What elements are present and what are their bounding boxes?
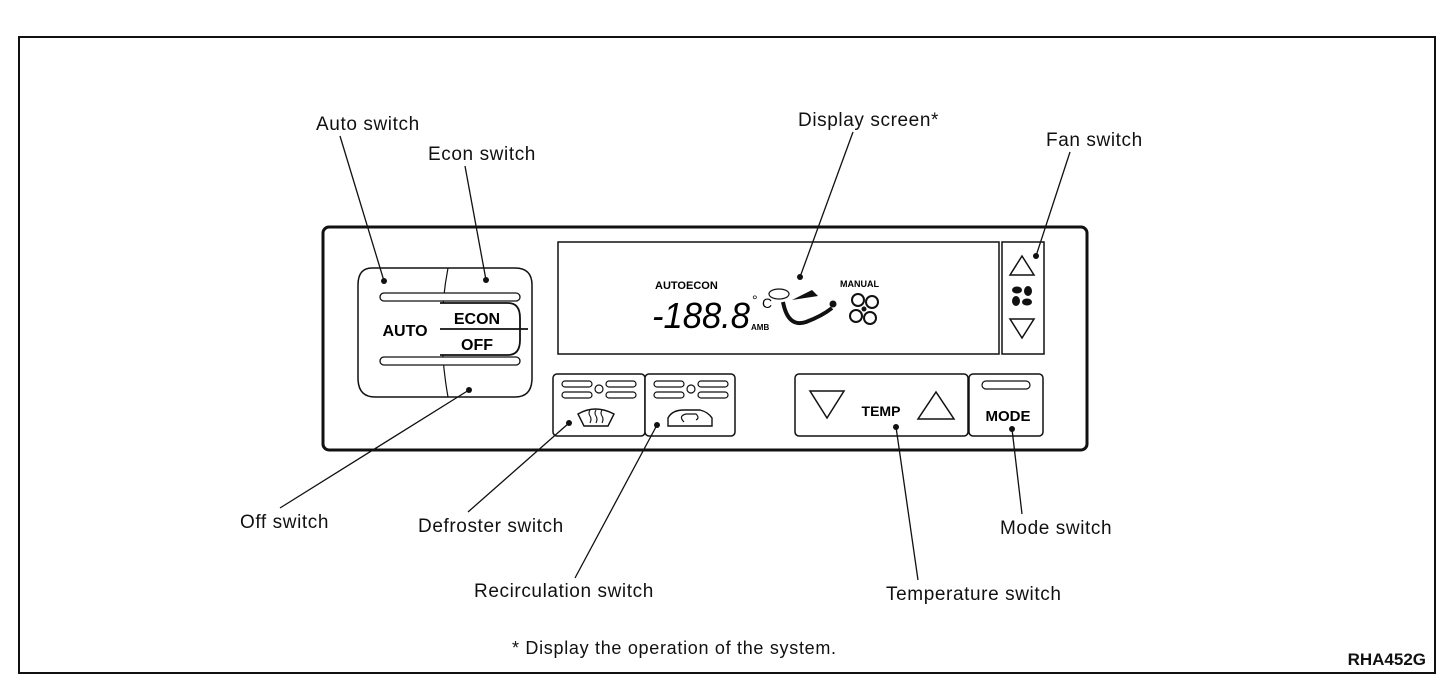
off-button[interactable]: OFF — [461, 337, 493, 354]
defroster-switch-label: Defroster switch — [418, 516, 564, 537]
display-manual: MANUAL — [840, 279, 879, 289]
fan-icon — [1012, 286, 1032, 306]
off-switch-leader — [279, 389, 470, 509]
temp-up-icon[interactable] — [916, 390, 956, 420]
defroster-icon — [577, 408, 615, 427]
temperature-switch-label: Temperature switch — [886, 584, 1062, 605]
recirculation-switch-leader — [574, 424, 658, 579]
mode-indicator — [981, 380, 1031, 390]
defroster-indicator-icon — [561, 380, 637, 399]
mode-button-label: MODE — [986, 408, 1031, 425]
fan-switch-label: Fan switch — [1046, 130, 1143, 151]
airflow-mode-icon — [768, 288, 837, 325]
figure-id: RHA452G — [1347, 650, 1426, 669]
fan-up-icon[interactable] — [1008, 254, 1036, 276]
footnote: * Display the operation of the system. — [512, 638, 837, 658]
display-econ-indicator: ECON — [686, 280, 718, 292]
auto-econ-off-cluster — [357, 267, 533, 398]
econ-button[interactable]: ECON — [454, 311, 500, 328]
defroster-switch-leader — [467, 422, 570, 513]
temp-down-icon[interactable] — [808, 390, 846, 420]
auto-switch-leader — [339, 135, 385, 282]
auto-switch-label: Auto switch — [316, 114, 420, 135]
leader-lines — [279, 131, 1071, 581]
temperature-switch-leader — [895, 426, 919, 581]
temp-label: TEMP — [862, 403, 901, 419]
display-screen-leader — [799, 131, 854, 278]
diagram-frame — [18, 36, 1436, 674]
mode-switch-leader — [1011, 428, 1023, 515]
display-auto-indicator: AUTO — [655, 280, 686, 292]
fan-switch-leader — [1035, 151, 1071, 257]
display-screen-label: Display screen* — [798, 110, 939, 131]
off-switch-label: Off switch — [240, 512, 330, 533]
auto-button[interactable]: AUTO — [382, 323, 427, 340]
mode-switch-label: Mode switch — [1000, 518, 1113, 539]
display-digits: -188.8 — [652, 295, 750, 336]
display-amb: AMB — [751, 323, 769, 332]
recirculation-icon — [667, 409, 713, 427]
econ-switch-leader — [464, 165, 487, 281]
fan-down-icon[interactable] — [1008, 318, 1036, 340]
recirculation-switch-label: Recirculation switch — [474, 581, 654, 602]
display-unit: C — [762, 295, 772, 311]
display-degree: ° — [752, 292, 758, 308]
display-fan-icon — [849, 293, 879, 325]
recirculation-indicator-icon — [653, 380, 729, 399]
temperature-switch[interactable] — [794, 373, 969, 437]
econ-switch-label: Econ switch — [428, 144, 536, 165]
